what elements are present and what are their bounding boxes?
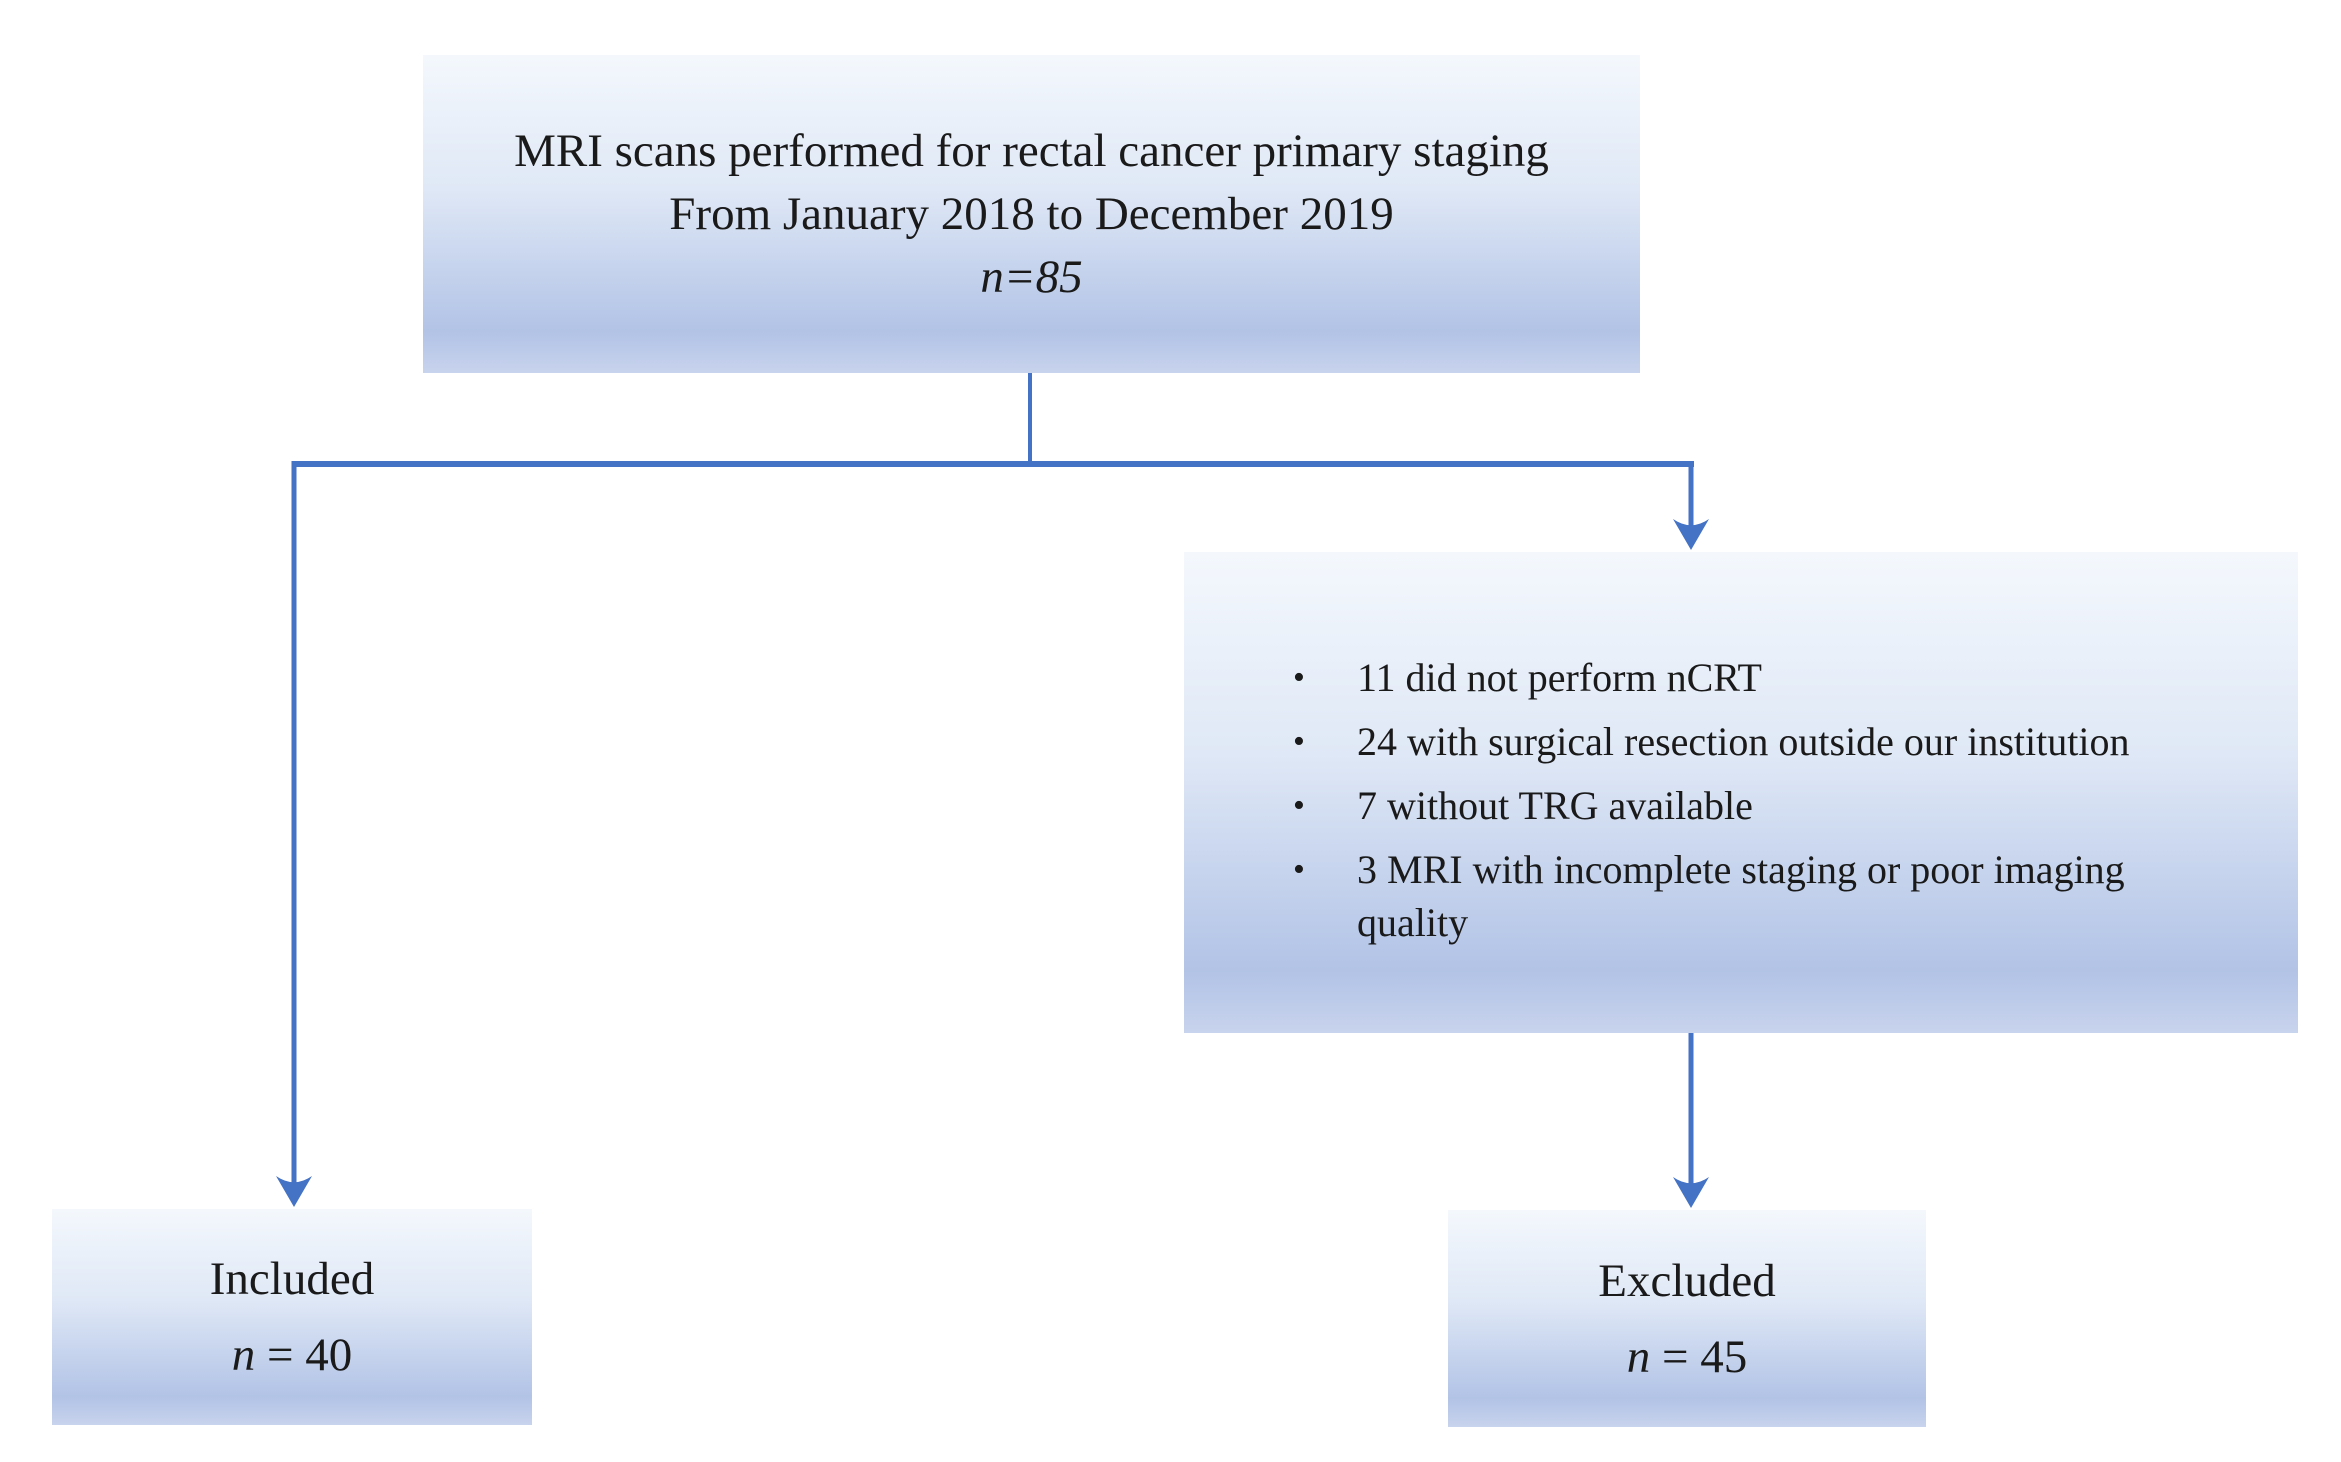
list-item: 3 MRI with incomplete staging or poor im… — [1293, 843, 2217, 949]
excluded-label: Excluded — [1598, 1254, 1776, 1307]
source-box-line1: MRI scans performed for rectal cancer pr… — [514, 124, 1549, 177]
source-box-line2: From January 2018 to December 2019 — [669, 187, 1394, 240]
exclusion-reasons-list: 11 did not perform nCRT 24 with surgical… — [1184, 552, 2298, 1033]
included-box: Included n = 40 — [52, 1209, 532, 1425]
list-item: 11 did not perform nCRT — [1293, 651, 2217, 704]
included-label: Included — [209, 1253, 375, 1305]
included-count-value: = 40 — [255, 1329, 353, 1381]
source-box-count: n=85 — [980, 250, 1083, 303]
arrow-down-included-icon — [276, 1176, 312, 1207]
excluded-count-value: = 45 — [1650, 1330, 1748, 1383]
list-item: 7 without TRG available — [1293, 779, 2217, 832]
arrow-down-excluded-icon — [1673, 1177, 1709, 1208]
excluded-count-var: n — [1626, 1330, 1651, 1383]
excluded-count: n = 45 — [1627, 1319, 1748, 1395]
list-item: 24 with surgical resection outside our i… — [1293, 715, 2217, 768]
included-count-var: n — [231, 1329, 256, 1381]
exclusion-reasons-box: 11 did not perform nCRT 24 with surgical… — [1184, 552, 2298, 1033]
excluded-box: Excluded n = 45 — [1448, 1210, 1926, 1427]
arrow-down-exclusion-icon — [1673, 519, 1709, 550]
source-box: MRI scans performed for rectal cancer pr… — [423, 55, 1640, 373]
included-count: n = 40 — [232, 1317, 353, 1393]
